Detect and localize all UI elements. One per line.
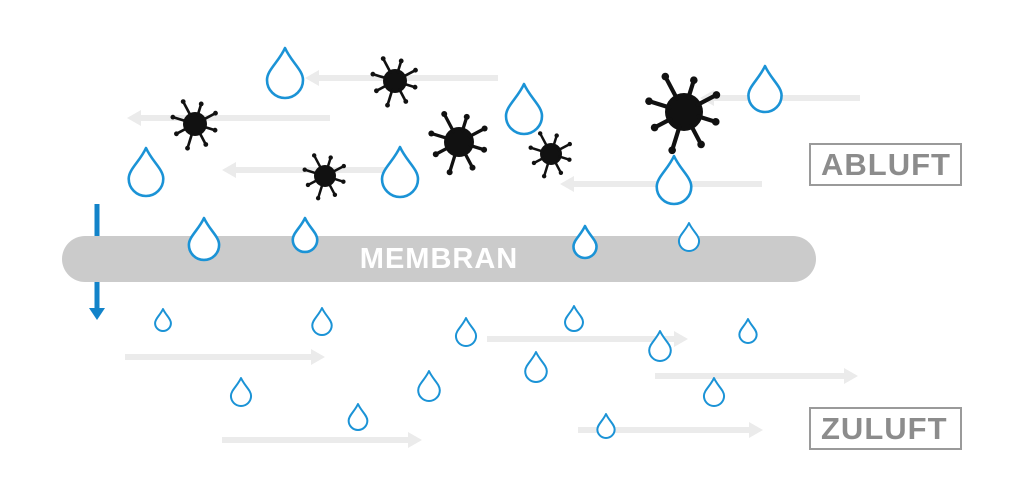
germ-icon <box>528 131 572 179</box>
flow-arrow-icon <box>487 331 688 347</box>
germ-icon <box>170 99 218 151</box>
flow-arrow-icon <box>125 349 325 365</box>
water-drop-icon <box>504 82 544 136</box>
flow-arrow-icon <box>655 368 858 384</box>
supply-air-label: ZULUFT <box>809 407 962 450</box>
exhaust-air-label: ABLUFT <box>809 143 962 186</box>
flow-arrow-icon <box>222 432 422 448</box>
down-arrow-icon <box>89 273 105 320</box>
germ-icon <box>370 56 418 108</box>
water-drop-icon <box>380 145 420 199</box>
water-drop-icon <box>265 46 305 100</box>
water-drops-exhaust <box>127 46 783 206</box>
germ-icon <box>302 153 346 201</box>
membrane-label: MEMBRAN <box>359 243 519 275</box>
flow-arrow-icon <box>578 422 763 438</box>
water-drop-icon <box>747 64 783 114</box>
germ-icon <box>428 111 488 176</box>
germ-icon <box>645 72 721 155</box>
flow-arrow-icon <box>127 110 330 126</box>
water-drop-icon <box>127 146 165 198</box>
membrane-bar: MEMBRAN <box>62 236 816 282</box>
germs <box>170 56 721 201</box>
flow-arrow-icon <box>305 70 498 86</box>
water-drop-icon <box>655 154 693 206</box>
